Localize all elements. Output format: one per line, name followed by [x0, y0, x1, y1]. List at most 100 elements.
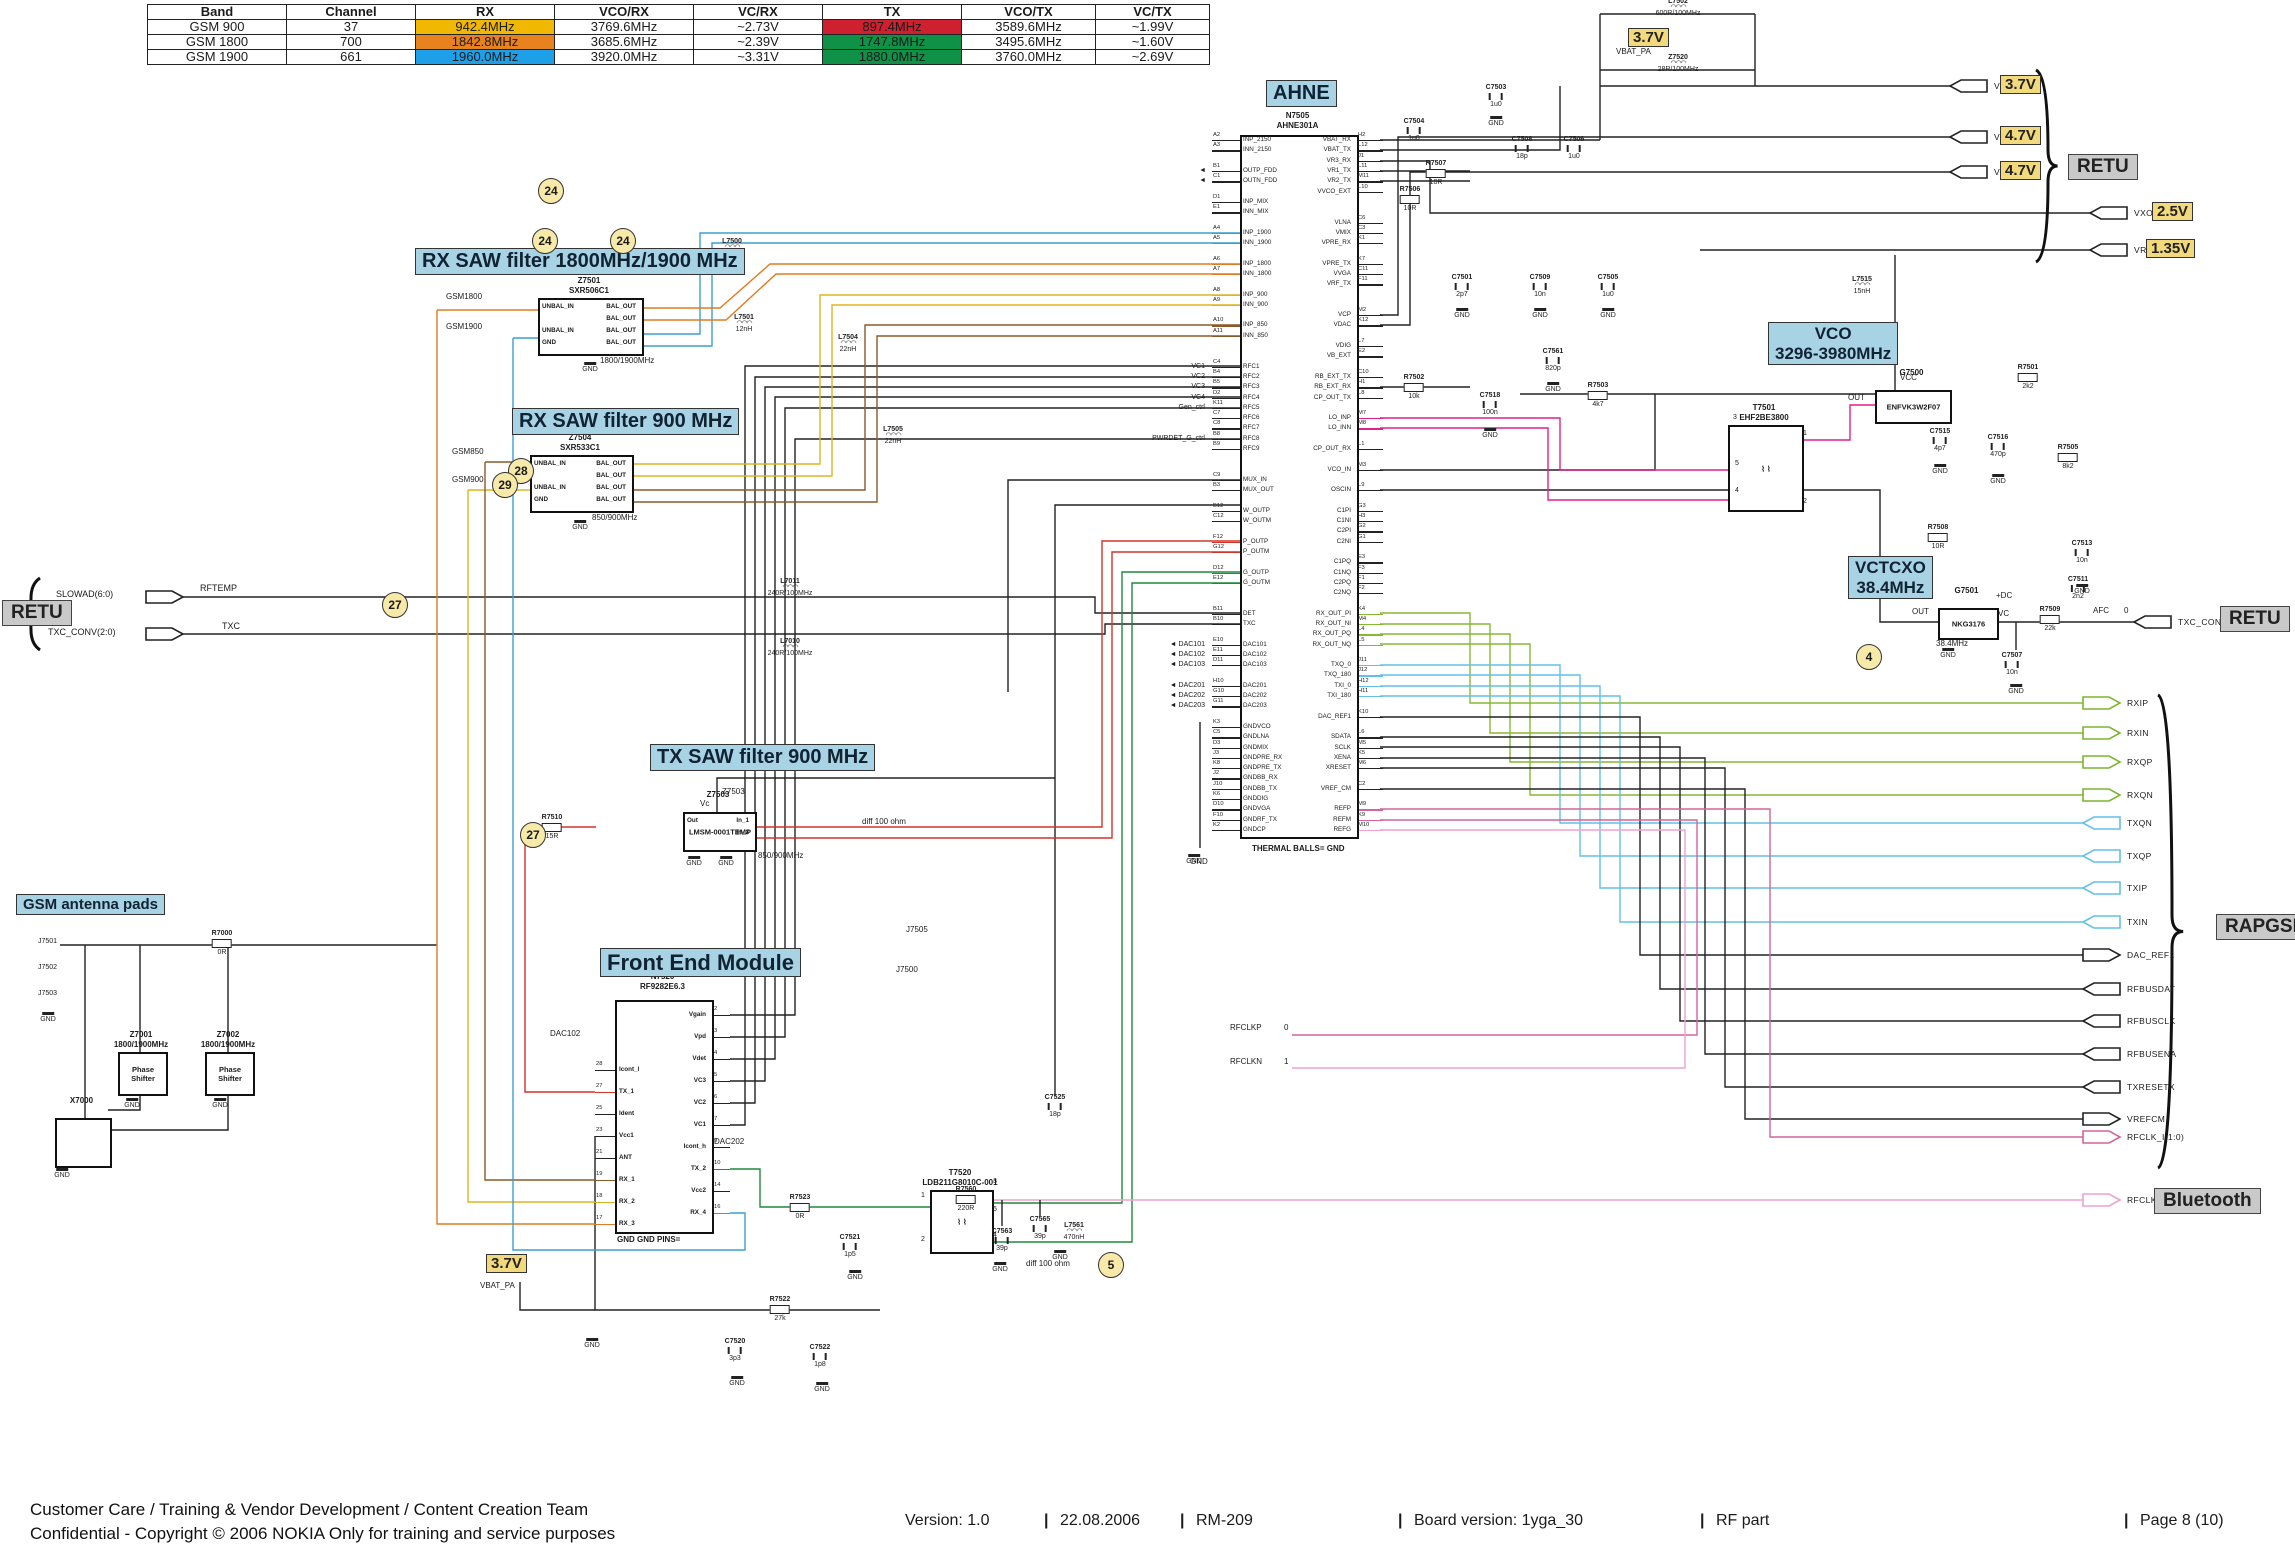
pin-ball-F3: F3 [1358, 564, 1365, 571]
wire [1380, 767, 2083, 1088]
pin-stub [1212, 171, 1240, 173]
wire [630, 335, 1240, 503]
pin-Vcc2: Vcc2 [691, 1187, 706, 1194]
block-G7500: ENFVK3W2F07 [1875, 390, 1952, 424]
pin-ball-C9: C9 [1213, 471, 1221, 478]
table-cell: 3589.6MHz [961, 19, 1096, 35]
block-pin-BAL_OUT: BAL_OUT [606, 303, 636, 310]
label-1: 1 [921, 1192, 925, 1199]
pin-DAC102: DAC102 [1243, 650, 1267, 658]
part-value: 10n [2006, 669, 2018, 677]
pin-stub [710, 1147, 730, 1149]
block-Z7504 [530, 455, 634, 513]
pin-ball-H11: H11 [1358, 688, 1369, 695]
wire [1380, 664, 2083, 824]
pin-stub [1212, 737, 1240, 739]
signal-label-RXQN: RXQN [2127, 790, 2154, 800]
part-L7505: L7505◠◠◠22nH [883, 426, 903, 447]
pin-DAC202: DAC202 [1243, 692, 1267, 700]
block-pin-In_2: In_2 [736, 829, 749, 836]
label-TXC_CONV(2:0): TXC_CONV(2:0) [48, 627, 116, 637]
pin-ball-M2: M2 [1358, 307, 1367, 314]
signal-label-TXQP: TXQP [2127, 851, 2152, 861]
footer-team-line: Customer Care / Training & Vendor Develo… [30, 1500, 589, 1519]
pin-ball-D2: D2 [1213, 389, 1221, 396]
label-Page-8-(10): Page 8 (10) [2140, 1512, 2224, 1529]
part-value: 1p5 [844, 1251, 856, 1259]
pin-ANT: ANT [619, 1154, 632, 1161]
pin-RB_EXT_TX: RB_EXT_TX [1314, 372, 1351, 380]
part-value: 4p7 [1934, 445, 1946, 453]
pin-stub [1212, 387, 1240, 389]
pin-stub [1355, 593, 1383, 595]
part-value: GND [729, 1379, 745, 1387]
pin-P_OUTM: P_OUTM [1243, 547, 1270, 555]
pin-ball-16: 16 [714, 1204, 721, 1210]
gnd-symbol: GND [1488, 116, 1504, 128]
signal-label-RFBUSDAT: RFBUSDAT [2127, 984, 2176, 994]
pin-ball-C3: C3 [1358, 224, 1366, 231]
pin-INP_850: INP_850 [1243, 321, 1268, 329]
part-ref: C7509 [1529, 274, 1551, 281]
part-value: GND [1186, 857, 1202, 865]
part-ref: C7518 [1479, 392, 1501, 399]
block-ref-G7501: G7501 [1954, 586, 1979, 595]
table-cell: 3769.6MHz [554, 19, 694, 35]
pin-stub [1355, 140, 1383, 142]
signal-arrow-RFCLK_I(1:0) [2082, 1130, 2122, 1144]
capacitor-icon [1545, 357, 1560, 365]
signal-label-DAC_REF1: DAC_REF1 [2127, 950, 2175, 960]
pin-ball-23: 23 [596, 1127, 603, 1133]
resistor-icon [211, 939, 232, 949]
label-22.08.2006: 22.08.2006 [1060, 1512, 1141, 1529]
label-VBAT_PA: VBAT_PA [1616, 47, 1651, 56]
table-cell: 3920.0MHz [554, 49, 694, 65]
label-4: 4 [1735, 487, 1739, 494]
wire [1380, 808, 2083, 1138]
table-cell: 661 [286, 49, 416, 65]
part-ref: L7505 [883, 426, 903, 433]
pin-ball-M6: M6 [1358, 760, 1367, 767]
part-value: 22nH [884, 438, 902, 446]
resistor-icon [2057, 453, 2078, 463]
pin-stub [1212, 263, 1240, 265]
label-SLOWAD(6:0): SLOWAD(6:0) [56, 589, 114, 599]
signal-arrow-VBATRF [1948, 79, 1988, 93]
part-value: 100n [1482, 409, 1498, 417]
pin-GNDBB_TX: GNDBB_TX [1243, 784, 1277, 792]
pin-stub [1212, 428, 1240, 430]
pin-stub [1355, 325, 1383, 327]
signal-arrow-VREFCM [2082, 1112, 2122, 1126]
part-value: 1p8 [814, 1361, 826, 1369]
pin-VR3_RX: VR3_RX [1326, 156, 1352, 164]
pin-ball-28: 28 [596, 1061, 603, 1067]
part-value: 12nH [735, 326, 753, 334]
table-cell: ~2.39V [693, 34, 823, 50]
part-value: GND [1545, 385, 1561, 393]
wire [630, 324, 1240, 491]
gnd-symbol: GND [1600, 308, 1616, 320]
brace [2035, 68, 2058, 264]
pin-ball-L1: L1 [1358, 440, 1365, 447]
part-ref: C7501 [1451, 274, 1473, 281]
wire [1380, 160, 2090, 214]
table-cell: GSM 1900 [147, 49, 287, 65]
block-ref-T7520: T7520 LDB211G8010C-001 [922, 1168, 998, 1187]
pin-VR1_TX: VR1_TX [1327, 167, 1351, 175]
part-value: 820p [1545, 365, 1561, 373]
part-value: 10n [1534, 291, 1546, 299]
pin-ball-25: 25 [596, 1105, 603, 1111]
pin-INP_2150: INP_2150 [1243, 136, 1272, 144]
pin-ball-F2: F2 [1358, 585, 1365, 592]
gnd-symbol: GND [1940, 648, 1956, 660]
pin-ball-C4: C4 [1213, 358, 1221, 365]
table-cell: 3760.0MHz [961, 49, 1096, 65]
wire [1380, 788, 2083, 1120]
pin-ball-27: 27 [596, 1083, 603, 1089]
pin-stub [710, 1081, 730, 1083]
part-value: 220R [957, 1205, 975, 1213]
